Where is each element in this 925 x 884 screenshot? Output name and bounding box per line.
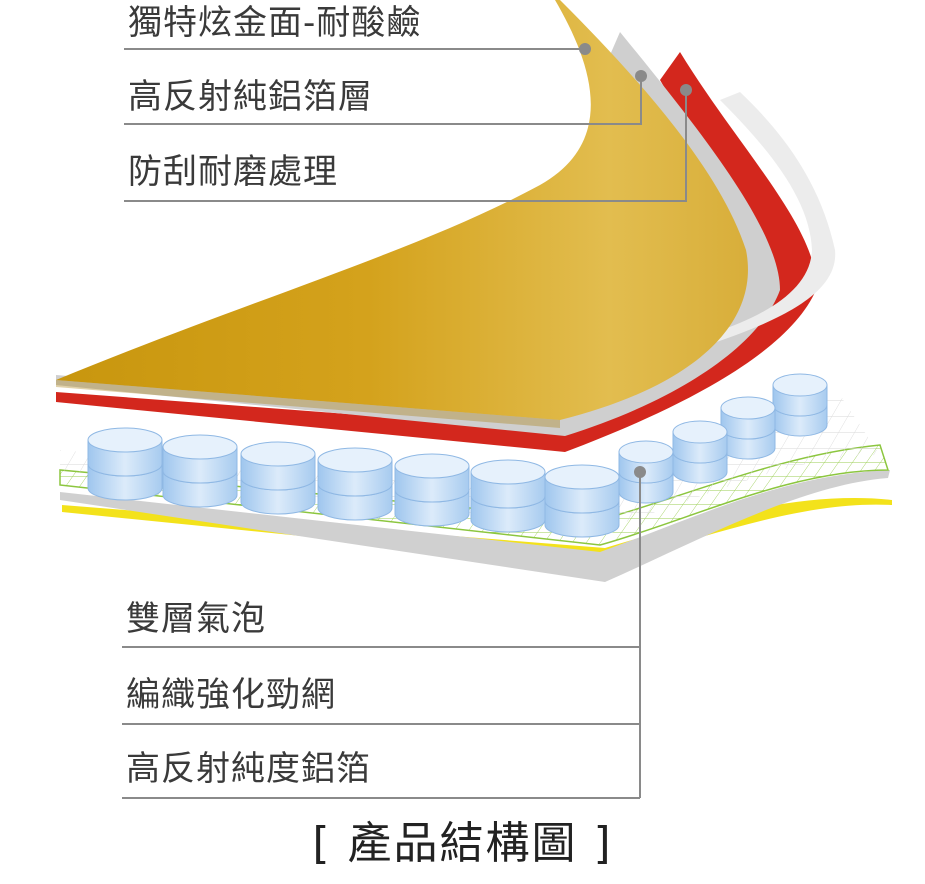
grid-film-layer [60,395,880,530]
gold-layer-front-edge [56,380,560,428]
gold-layer [56,0,748,420]
silver-base-layer [60,470,890,582]
bubble [672,420,728,484]
bubble [317,447,393,521]
bubble-layer [87,373,828,538]
leader-dot-red [680,84,692,96]
bubble [394,453,470,527]
label-scratch-resistant: 防刮耐磨處理 [128,152,338,192]
bubble [162,434,238,508]
clear-film-layer [650,92,836,360]
diagram-caption: [ 產品結構圖 ] [312,818,613,869]
bubble [470,459,546,533]
leader-dot-silver [635,70,647,82]
bubble [720,396,776,460]
bubble [87,427,163,501]
leader-lines [122,48,687,799]
label-gold-surface: 獨特炫金面-耐酸鹼 [128,3,422,43]
bubble [618,440,674,504]
leader-line-red [124,90,687,202]
bubble [544,464,620,538]
bubble [240,441,316,515]
leader-line-silver [124,76,642,125]
label-pure-aluminum-foil: 高反射純度鋁箔 [126,749,371,789]
leader-dot-bubble [634,466,646,478]
label-double-bubble: 雙層氣泡 [126,599,266,639]
leader-dot-gold [579,43,591,55]
label-aluminum-layer: 高反射純鋁箔層 [128,77,373,117]
label-woven-mesh: 編織強化勁網 [126,675,336,715]
bubble [772,373,828,437]
leader-dots [579,43,692,478]
